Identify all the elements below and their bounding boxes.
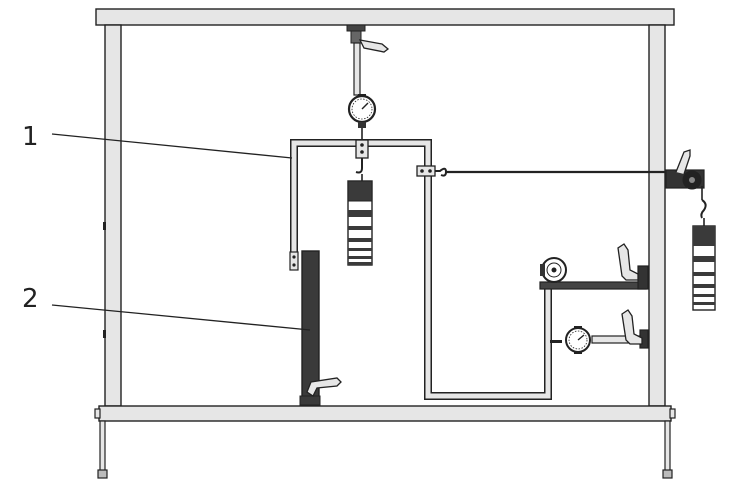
- frame-left-post: [104, 24, 122, 407]
- frame-right-post: [648, 24, 666, 407]
- frame-right-foot: [662, 469, 673, 479]
- frame-left-foot: [97, 469, 108, 479]
- dial-gauge-icon: [565, 326, 591, 354]
- clamp-lever-icon: [617, 243, 639, 281]
- frame-bottom-beam: [98, 405, 672, 422]
- pulley-icon: [665, 149, 705, 190]
- upper-bracket: [539, 243, 649, 290]
- frame-mark: [103, 222, 106, 230]
- rod-right-connector: [416, 165, 448, 177]
- hook-icon: [355, 158, 363, 174]
- leader-line-1: [51, 133, 293, 159]
- clamp-lever-icon: [621, 309, 643, 345]
- dial-gauge-icon: [347, 94, 377, 128]
- weight-stack-icon: [347, 180, 373, 266]
- frame-right-leg: [664, 420, 671, 472]
- rod-connector: [355, 139, 369, 159]
- frame-bottom-beam-end-right: [669, 408, 676, 419]
- dial-gauge-icon: [540, 257, 567, 283]
- top-clamp: [346, 24, 390, 53]
- frame-left-leg: [99, 420, 106, 472]
- frame: [94, 8, 676, 479]
- frame-bottom-beam-end-left: [94, 408, 101, 419]
- frame-top-beam: [95, 8, 675, 26]
- label-part-1: 1: [22, 122, 39, 152]
- clamp-lever-icon: [306, 377, 342, 397]
- label-part-2: 2: [22, 284, 39, 314]
- hook-icon: [700, 199, 707, 219]
- clamp-lever-icon: [358, 39, 390, 53]
- part-1-rod: [290, 139, 552, 400]
- suspension-rod: [353, 42, 361, 96]
- frame-mark: [103, 330, 106, 338]
- leader-line-2: [51, 304, 311, 331]
- lower-bracket: [550, 309, 649, 354]
- weight-stack-icon: [692, 225, 716, 311]
- part-2-bar: [289, 250, 342, 406]
